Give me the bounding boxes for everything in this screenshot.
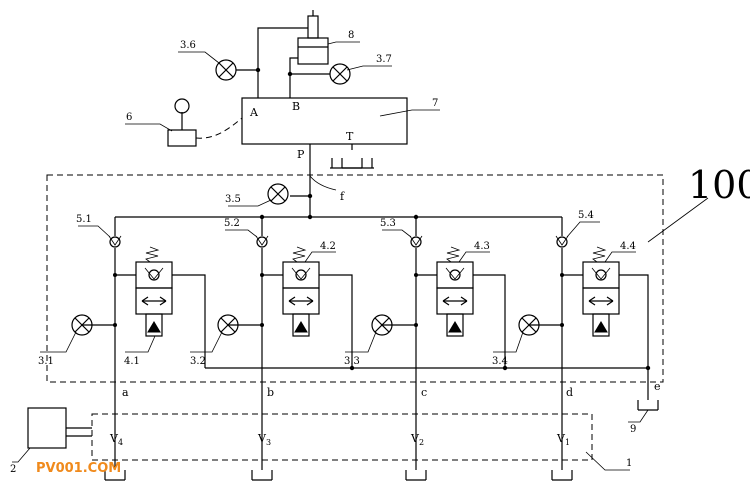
label-100: 100 — [688, 163, 750, 207]
label-5-2: 5.2 — [224, 218, 240, 229]
label-3-7: 3.7 — [376, 54, 392, 65]
check-valve-5-2 — [255, 235, 269, 248]
valve-block-7 — [241, 97, 408, 145]
v4-label: V4 — [109, 432, 123, 447]
label-3-3: 3.3 — [344, 356, 360, 367]
watermark: PV001.COM — [36, 461, 121, 476]
solenoid-valve-4-2 — [282, 246, 320, 337]
check-valve-5-3 — [409, 235, 423, 248]
port-t-label: T — [346, 130, 354, 143]
v1-label: V1 — [556, 432, 570, 447]
label-1: 1 — [626, 458, 632, 469]
port-b-label: B — [292, 100, 300, 113]
cylinder-8 — [297, 37, 329, 65]
label-9: 9 — [630, 424, 636, 435]
label-8: 8 — [348, 30, 354, 41]
label-4-1: 4.1 — [124, 356, 140, 367]
label-5-3: 5.3 — [380, 218, 396, 229]
port-p-label: P — [297, 148, 305, 161]
pressure-gauge-3-5 — [267, 183, 289, 205]
v2-label: V2 — [410, 432, 424, 447]
line-d-label: d — [566, 386, 573, 399]
label-4-4: 4.4 — [620, 241, 636, 252]
label-5-1: 5.1 — [76, 214, 92, 225]
label-5-4: 5.4 — [578, 210, 594, 221]
line-a-label: a — [122, 386, 129, 399]
manifold-1 — [91, 413, 593, 461]
label-3-6: 3.6 — [180, 40, 196, 51]
solenoid-valve-4-3 — [436, 246, 474, 337]
manifold-boundary-100 — [46, 174, 664, 383]
label-6: 6 — [126, 112, 132, 123]
pressure-switch-6 — [167, 129, 197, 147]
v3-label: V3 — [257, 432, 271, 447]
label-3-5: 3.5 — [225, 194, 241, 205]
label-7: 7 — [432, 98, 438, 109]
solenoid-valve-4-1 — [135, 246, 173, 337]
label-3-2: 3.2 — [190, 356, 206, 367]
point-f-label: f — [340, 190, 345, 203]
label-4-2: 4.2 — [320, 241, 336, 252]
pressure-gauge-3-7 — [329, 63, 351, 85]
label-3-1: 3.1 — [38, 356, 54, 367]
solenoid-valve-4-4 — [582, 246, 620, 337]
check-valve-5-4 — [555, 235, 569, 248]
label-2: 2 — [10, 464, 16, 475]
label-3-4: 3.4 — [492, 356, 508, 367]
port-a-label: A — [249, 106, 259, 119]
line-b-label: b — [267, 386, 274, 399]
line-c-label: c — [421, 386, 427, 399]
check-valve-5-1 — [108, 235, 122, 248]
point-e-label: e — [654, 380, 661, 393]
label-4-3: 4.3 — [474, 241, 490, 252]
pump-motor-2 — [27, 407, 67, 449]
